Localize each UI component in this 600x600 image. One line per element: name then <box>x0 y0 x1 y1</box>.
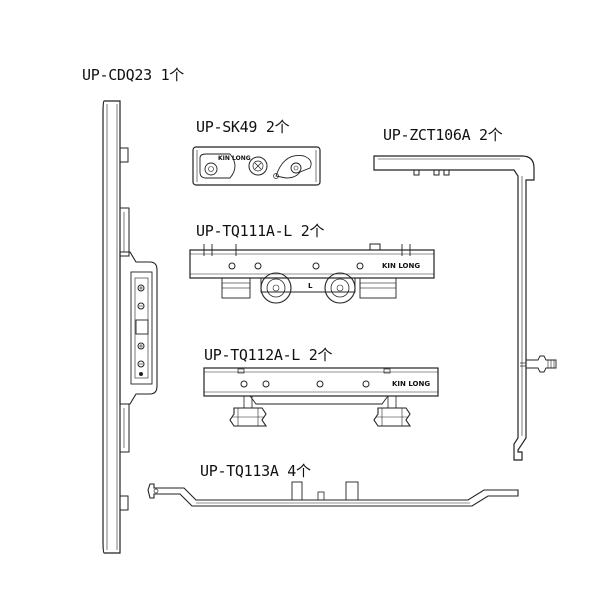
tq111-brand-text: KIN LONG <box>382 262 420 270</box>
label-up-sk49: UP-SK49 2个 <box>196 118 290 136</box>
label-up-tq111a-l: UP-TQ111A-L 2个 <box>196 222 325 240</box>
part-up-cdq23 <box>102 100 158 554</box>
label-up-tq113a: UP-TQ113A 4个 <box>200 462 311 480</box>
part-up-sk49: KIN LONG <box>192 146 321 186</box>
part-up-tq113a <box>147 481 519 507</box>
label-up-tq112a-l: UP-TQ112A-L 2个 <box>204 346 333 364</box>
part-up-zct106a <box>373 155 557 461</box>
tq111-letter-l: L <box>308 282 313 290</box>
part-up-tq111a-l: KIN LONG L <box>189 243 435 304</box>
label-up-zct106a: UP-ZCT106A 2个 <box>383 126 503 144</box>
sk49-brand-text: KIN LONG <box>218 155 251 162</box>
tq112-brand-text: KIN LONG <box>392 380 430 388</box>
part-up-tq112a-l: KIN LONG <box>203 367 439 427</box>
label-up-cdq23: UP-CDQ23 1个 <box>82 66 185 84</box>
